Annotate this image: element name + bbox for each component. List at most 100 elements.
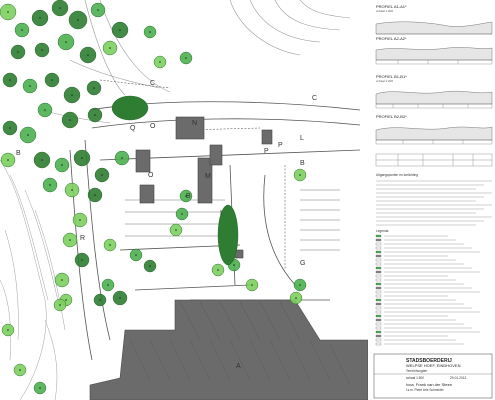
- legend-swatch: [375, 334, 382, 338]
- tree-trunk-dot: [65, 41, 67, 43]
- map-letter: C: [312, 95, 317, 102]
- tree-trunk-dot: [17, 51, 19, 53]
- legend-swatch: [375, 290, 382, 294]
- tree-trunk-dot: [107, 284, 109, 286]
- profile-a1: PROFIEL A1-A1* schaal 1:200: [375, 4, 493, 35]
- tree-trunk-dot: [101, 174, 103, 176]
- legend-swatch: [375, 294, 382, 298]
- tree-trunk-dot: [44, 109, 46, 111]
- map-letter: N: [192, 120, 197, 127]
- building-hatch: [129, 301, 351, 386]
- tree-trunk-dot: [97, 9, 99, 11]
- legend-swatch: [375, 270, 382, 274]
- project-title: STADSBOERDERIJ: [406, 358, 452, 364]
- tree-trunk-dot: [175, 229, 177, 231]
- legend-swatch: [375, 254, 382, 258]
- legend-swatch: [375, 302, 382, 306]
- legend-swatch: [375, 338, 382, 342]
- buildings: [135, 116, 273, 259]
- tree-trunk-dot: [69, 239, 71, 241]
- legend-swatch: [375, 238, 382, 242]
- tree-trunk-dot: [233, 264, 235, 266]
- legend-swatch: [375, 274, 382, 278]
- profile-a2: PROFIEL A2-A2*: [375, 36, 493, 65]
- legend-swatch: [375, 318, 382, 322]
- tree-trunk-dot: [185, 57, 187, 59]
- profile-a1-scale: schaal 1:200: [376, 9, 393, 13]
- project-subtitle: WELPSE HOEF, EINDHOVEN: [406, 363, 461, 368]
- drawing-date: 29-01-2013: [450, 376, 467, 380]
- parking-stripes: [125, 189, 340, 251]
- map-letter: G: [300, 260, 305, 267]
- legend-swatch: [375, 234, 382, 238]
- tree-trunk-dot: [7, 329, 9, 331]
- legend-swatch: [375, 282, 382, 286]
- drawing-info-panel: PROFIEL A1-A1* schaal 1:200 PROFIEL A2-A…: [368, 0, 495, 400]
- tree-trunk-dot: [7, 159, 9, 161]
- drawing-scale: schaal 1:500: [406, 376, 424, 380]
- tree-trunk-dot: [59, 7, 61, 9]
- tree-trunk-dot: [87, 54, 89, 56]
- legend-swatch: [375, 330, 382, 334]
- profile-b2-title: PROFIEL B2-B2*: [376, 114, 407, 119]
- tree-trunk-dot: [29, 85, 31, 87]
- drawing-type: Terreinhoogten: [406, 369, 427, 373]
- map-letter: I: [220, 210, 222, 217]
- tree-trunk-dot: [81, 157, 83, 159]
- tree-trunk-dot: [217, 269, 219, 271]
- tree-trunk-dot: [109, 244, 111, 246]
- legend-swatch: [375, 326, 382, 330]
- map-letter: A: [236, 363, 241, 370]
- tree-trunk-dot: [299, 284, 301, 286]
- legend-swatch: [375, 246, 382, 250]
- author-collab: i.s.m. Peter Arie Schneider: [406, 388, 445, 392]
- map-letter: C: [150, 80, 155, 87]
- dashed-lines: [99, 79, 286, 270]
- legend-heading: Legenda: [376, 229, 389, 233]
- large-building: [89, 299, 368, 400]
- tree-trunk-dot: [21, 29, 23, 31]
- tree-trunk-dot: [49, 184, 51, 186]
- tree-trunk-dot: [135, 254, 137, 256]
- profile-b1-scale: schaal 1:200: [376, 79, 393, 83]
- map-letter: O: [150, 123, 156, 130]
- profile-b1-title: PROFIEL B1-B1*: [376, 74, 407, 79]
- tree-trunk-dot: [61, 164, 63, 166]
- tree-trunk-dot: [19, 369, 21, 371]
- map-letter: M: [205, 173, 211, 180]
- tree-trunk-dot: [299, 174, 301, 176]
- tree-canopy-group: [0, 0, 307, 395]
- map-letter: B: [186, 193, 191, 200]
- tree-trunk-dot: [71, 189, 73, 191]
- tree-trunk-dot: [99, 299, 101, 301]
- tree-trunk-dot: [41, 49, 43, 51]
- profile-a2-title: PROFIEL A2-A2*: [376, 36, 407, 41]
- map-letter: P: [264, 148, 269, 155]
- tree-trunk-dot: [27, 134, 29, 136]
- legend-swatch: [375, 298, 382, 302]
- map-letter: L: [300, 135, 304, 142]
- tree-grove: [217, 204, 239, 266]
- tree-trunk-dot: [149, 31, 151, 33]
- map-letter: B: [16, 150, 21, 157]
- map-letter: B: [300, 160, 305, 167]
- tree-trunk-dot: [69, 119, 71, 121]
- legend-swatch: [375, 250, 382, 254]
- tree-trunk-dot: [81, 259, 83, 261]
- tree-trunk-dot: [93, 87, 95, 89]
- map-letter: O: [148, 172, 154, 179]
- tree-trunk-dot: [39, 17, 41, 19]
- tree-trunk-dot: [71, 94, 73, 96]
- tree-trunk-dot: [119, 29, 121, 31]
- profile-b1: PROFIEL B1-B1* schaal 1:200: [375, 74, 493, 109]
- legend-swatch: [375, 322, 382, 326]
- tree-trunk-dot: [251, 284, 253, 286]
- tree-trunk-dot: [159, 61, 161, 63]
- legend-swatch: [375, 278, 382, 282]
- tree-trunk-dot: [61, 279, 63, 281]
- tree-trunk-dot: [7, 11, 9, 13]
- profile-b2: PROFIEL B2-B2*: [375, 114, 493, 167]
- tree-trunk-dot: [9, 127, 11, 129]
